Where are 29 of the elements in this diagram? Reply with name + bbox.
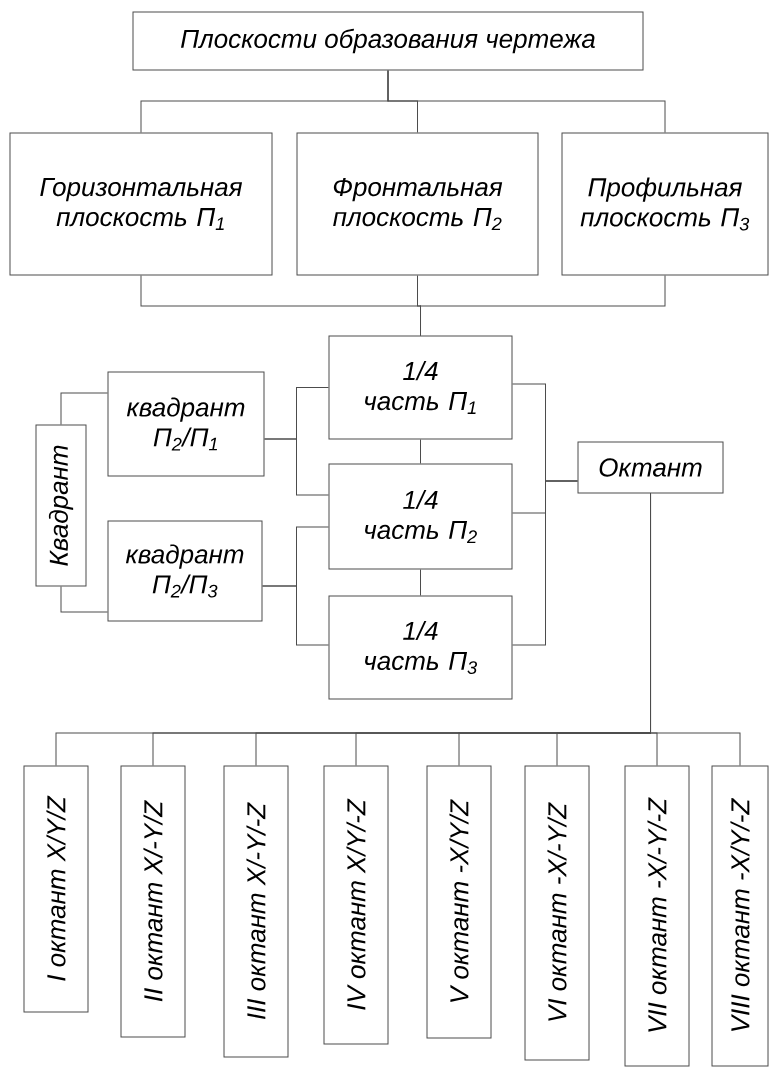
connector-line xyxy=(420,275,666,336)
octant-box: II октант X/-Y/Z xyxy=(120,765,186,1038)
part-box: 1/4 часть П$_{3}$ xyxy=(328,595,513,700)
part-box: 1/4 часть П$_{1}$ xyxy=(328,335,513,440)
octant-box: VII октант -X/-Y/-Z xyxy=(624,765,690,1067)
octant-box: Октант xyxy=(577,441,724,494)
octant-box: V октант -X/Y/Z xyxy=(426,765,492,1039)
plane-box: Горизонтальная плоскость П$_{1}$ xyxy=(9,132,273,276)
connector-line xyxy=(60,586,108,613)
connector-line xyxy=(387,70,666,133)
connector-line xyxy=(262,585,329,646)
quadrant-box: квадрант П$_{2}$/П$_{3}$ xyxy=(107,520,263,622)
octant-box: III октант X/-Y/-Z xyxy=(223,765,289,1058)
quadrant-box: Квадрант xyxy=(35,424,87,587)
octant-box: I октант X/Y/Z xyxy=(23,765,89,1013)
plane-box: Фронтальная плоскость П$_{2}$ xyxy=(296,132,539,276)
connector-line xyxy=(264,438,329,496)
quadrant-box: квадрант П$_{2}$/П$_{1}$ xyxy=(107,371,265,477)
title-box: Плоскости образования чертежа xyxy=(132,11,644,71)
connector-line xyxy=(650,493,741,766)
octant-box: VI октант -X/-Y/Z xyxy=(524,765,590,1061)
connector-line xyxy=(60,392,108,425)
octant-box: IV октант X/Y/-Z xyxy=(323,765,389,1045)
octant-box: VIII октант -X/Y/-Z xyxy=(711,765,769,1067)
connector-line xyxy=(420,439,421,464)
connector-line xyxy=(420,569,421,596)
plane-box: Профильная плоскость П$_{3}$ xyxy=(561,132,769,276)
part-box: 1/4 часть П$_{2}$ xyxy=(328,463,513,570)
connector-line xyxy=(512,480,578,646)
